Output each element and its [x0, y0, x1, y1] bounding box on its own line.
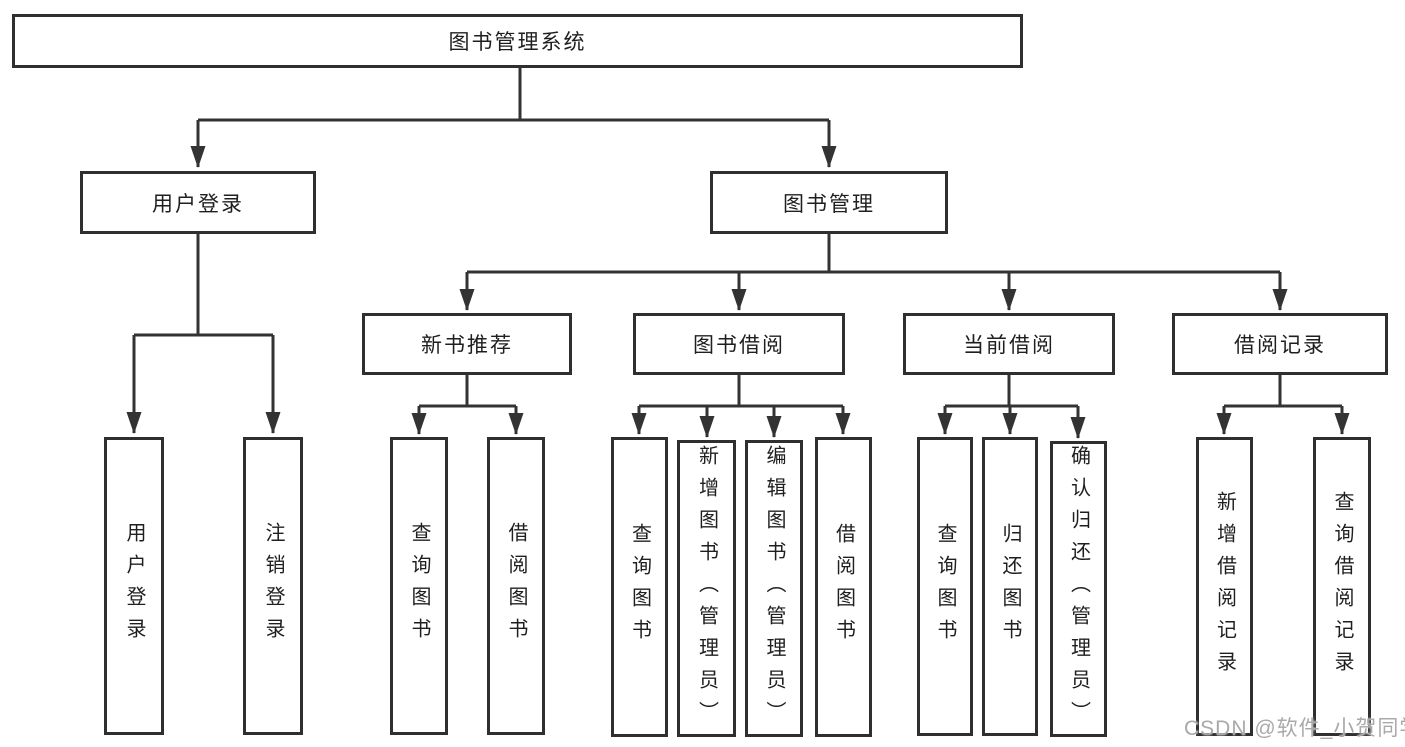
- leaf-records-query-record: 查询借阅记录: [1313, 437, 1371, 736]
- leaf-borrow-edit-book-admin: 编辑图书（管理员）: [745, 440, 803, 737]
- node-current-borrow: 当前借阅: [903, 313, 1115, 375]
- leaf-logout: 注销登录: [243, 437, 303, 735]
- leaf-borrow-query-book: 查询图书: [611, 437, 668, 737]
- node-root: 图书管理系统: [12, 14, 1023, 68]
- node-new-book-recommend: 新书推荐: [362, 313, 572, 375]
- leaf-records-add-record: 新增借阅记录: [1196, 437, 1253, 736]
- leaf-user-login: 用户登录: [104, 437, 164, 735]
- node-book-management: 图书管理: [710, 171, 948, 234]
- leaf-recommend-borrow-book: 借阅图书: [487, 437, 545, 735]
- node-borrow-records: 借阅记录: [1172, 313, 1388, 375]
- leaf-current-query-book: 查询图书: [917, 437, 973, 736]
- watermark: CSDN @软件_小贺同学: [1184, 717, 1405, 740]
- leaf-borrow-borrow-book: 借阅图书: [815, 437, 872, 737]
- leaf-recommend-query-book: 查询图书: [390, 437, 448, 735]
- leaf-current-return-book: 归还图书: [982, 437, 1038, 736]
- node-user-login: 用户登录: [80, 171, 316, 234]
- leaf-borrow-add-book-admin: 新增图书（管理员）: [677, 440, 736, 737]
- node-book-borrow: 图书借阅: [633, 313, 845, 375]
- leaf-current-confirm-return-admin: 确认归还（管理员）: [1050, 441, 1107, 737]
